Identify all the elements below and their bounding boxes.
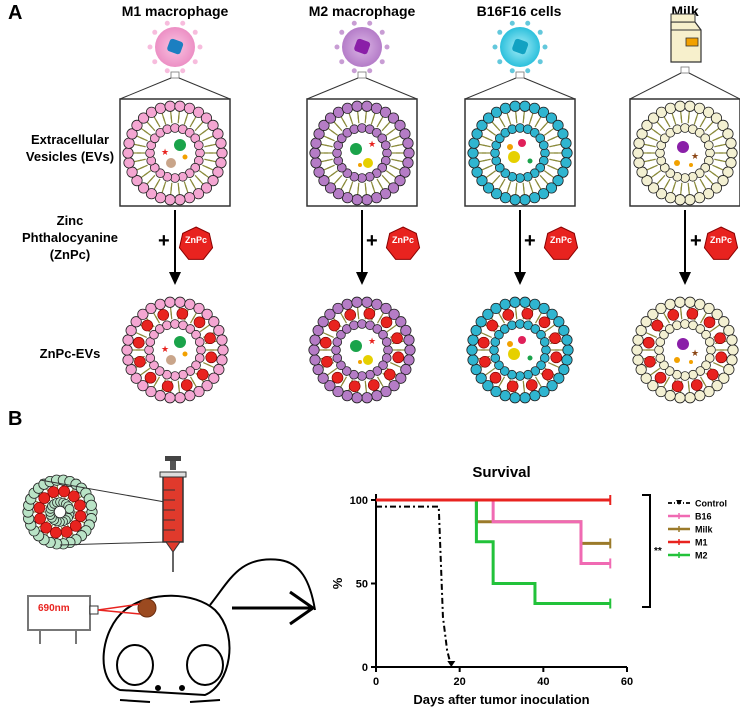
plus-sign-1: + xyxy=(158,230,170,252)
row-label-evs-line2: Vesicles (EVs) xyxy=(25,149,115,164)
znpc-ev-vesicle-2: ★ xyxy=(308,296,416,404)
znpc-ev-vesicle-4: ★ xyxy=(631,296,739,404)
legend-label-m1: M1 xyxy=(695,538,708,548)
svg-text:★: ★ xyxy=(691,151,699,161)
znpc-badge-icon xyxy=(178,226,214,260)
legend-label-control: Control xyxy=(695,499,727,509)
plus-sign-2: + xyxy=(366,230,378,252)
row-label-znpc-line3: (ZnPc) xyxy=(49,247,91,262)
tumor-icon xyxy=(137,598,157,618)
panel-a-diagram: ★ ★ ★ ★ ★ ★ xyxy=(119,13,740,404)
x-tick-label-3: 60 xyxy=(621,676,633,688)
y-tick-label-1: 50 xyxy=(356,579,368,591)
svg-text:★: ★ xyxy=(368,336,376,346)
svg-text:★: ★ xyxy=(691,348,699,358)
series-line-control xyxy=(376,505,453,668)
b16f16-cell-icon xyxy=(492,20,548,74)
milk-carton-icon xyxy=(670,13,702,63)
column-title-m1: M1 macrophage xyxy=(121,3,229,19)
row-label-znpc-line2: Phthalocyanine xyxy=(21,230,119,245)
legend-label-m2: M2 xyxy=(695,551,708,561)
series-line-m2 xyxy=(376,498,611,606)
y-tick-label-0: 0 xyxy=(362,662,368,674)
x-tick-label-1: 20 xyxy=(454,676,466,688)
znpc-badge-icon xyxy=(543,226,579,260)
znpc-ev-vesicle-3 xyxy=(466,296,574,404)
svg-text:★: ★ xyxy=(161,147,169,157)
y-axis-label: % xyxy=(330,577,345,589)
legend-label-milk: Milk xyxy=(695,525,713,535)
legend-label-b16: B16 xyxy=(695,512,712,522)
row-label-znpc-evs: ZnPc-EVs xyxy=(39,346,101,361)
laser-wavelength-label: 690nm xyxy=(38,603,70,614)
arrow-right-icon xyxy=(232,590,316,626)
panel-b-label: B xyxy=(8,408,23,430)
row-label-znpc: Zinc Phthalocyanine (ZnPc) xyxy=(10,212,130,263)
znpc-badge-label-2: ZnPc xyxy=(391,235,414,245)
vesicle-icon xyxy=(22,474,98,550)
znpc-badge-label-3: ZnPc xyxy=(549,235,572,245)
ev-vesicle-4: ★ xyxy=(632,100,738,206)
panel-a-label: A xyxy=(8,2,23,24)
m2-macrophage-icon xyxy=(334,20,390,74)
significance-label: ** xyxy=(654,546,662,557)
x-tick-label-2: 40 xyxy=(537,676,549,688)
znpc-badge-icon xyxy=(385,226,421,260)
plus-sign-3: + xyxy=(524,230,536,252)
laser-device-icon xyxy=(27,595,141,644)
svg-text:★: ★ xyxy=(161,344,169,354)
ev-vesicle-1: ★ xyxy=(122,100,228,206)
x-axis-label: Days after tumor inoculation xyxy=(413,692,589,707)
mouse-icon xyxy=(102,558,316,703)
x-tick-label-0: 0 xyxy=(373,676,379,688)
treatment-schematic xyxy=(22,456,316,703)
znpc-badge-label-4: ZnPc xyxy=(709,235,732,245)
significance-bracket xyxy=(642,494,651,608)
ev-vesicle-3 xyxy=(467,100,573,206)
column-title-b16f16: B16F16 cells xyxy=(476,3,562,19)
znpc-badge-icon xyxy=(703,226,739,260)
ev-vesicle-2: ★ xyxy=(309,100,415,206)
row-label-evs-line1: Extracellular xyxy=(30,132,110,147)
row-label-znpc-line1: Zinc xyxy=(56,213,84,228)
row-label-evs: Extracellular Vesicles (EVs) xyxy=(10,131,130,165)
znpc-ev-vesicle-1: ★ xyxy=(121,296,229,404)
chart-title: Survival xyxy=(472,464,530,481)
y-tick-label-2: 100 xyxy=(350,495,368,507)
m1-macrophage-icon xyxy=(147,20,203,74)
ev-vesicle-small xyxy=(22,474,98,550)
svg-text:★: ★ xyxy=(368,139,376,149)
plus-sign-4: + xyxy=(690,230,702,252)
column-title-m2: M2 macrophage xyxy=(308,3,416,19)
series-end-marker-control xyxy=(447,661,456,667)
znpc-badge-label-1: ZnPc xyxy=(184,235,207,245)
syringe-icon xyxy=(159,456,187,572)
